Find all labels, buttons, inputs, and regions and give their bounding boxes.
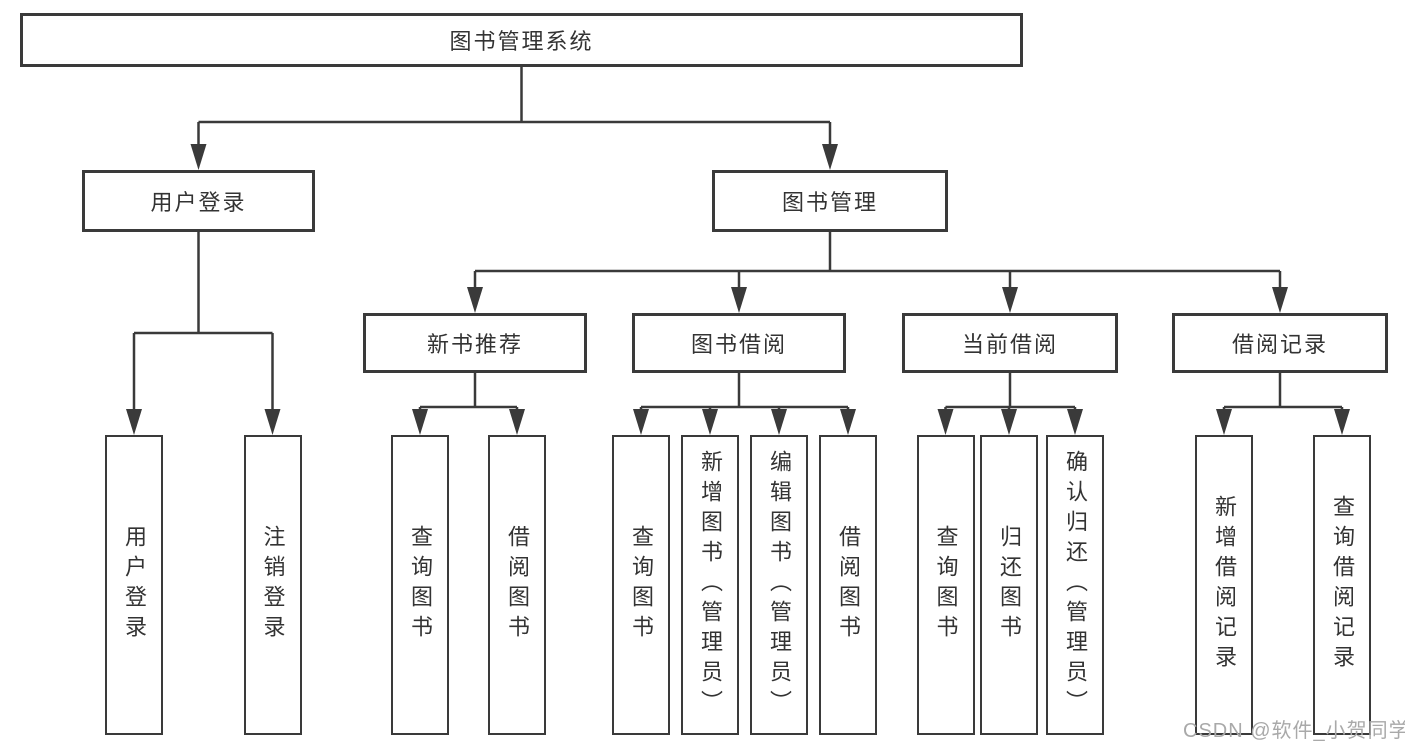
- node-leaf-borrow-books-2: 借阅图书: [819, 435, 877, 735]
- node-leaf-logout: 注销登录: [243, 435, 302, 735]
- arrowhead-add-record: [1216, 409, 1232, 435]
- leaf-label: 确认归还（管理员）: [1063, 450, 1088, 720]
- leaf-label: 查询图书: [629, 525, 654, 645]
- node-user-login: 用户登录: [82, 170, 315, 232]
- leaf-label: 借阅图书: [505, 525, 530, 645]
- arrowhead-borrow-book-1: [509, 409, 525, 435]
- arrowhead-add-book: [702, 409, 718, 435]
- node-book-borrowing: 图书借阅: [632, 313, 846, 373]
- arrowhead-return-book: [1001, 409, 1017, 435]
- connector-book-management-children: [473, 232, 1282, 299]
- leaf-label: 新增借阅记录: [1212, 495, 1237, 675]
- node-leaf-return-books: 归还图书: [980, 435, 1038, 735]
- node-book-management: 图书管理: [712, 170, 948, 232]
- arrowhead-book-borrowing: [731, 287, 747, 313]
- node-leaf-add-borrow-record: 新增借阅记录: [1195, 435, 1253, 735]
- arrowhead-borrow-book-2: [840, 409, 856, 435]
- leaf-label: 查询图书: [408, 525, 433, 645]
- arrowhead-new-book-rec: [467, 287, 483, 313]
- arrowhead-query-record: [1334, 409, 1350, 435]
- node-leaf-confirm-return-admin: 确认归还（管理员）: [1046, 435, 1104, 735]
- node-leaf-query-books-1: 查询图书: [391, 435, 449, 735]
- node-leaf-user-login: 用户登录: [105, 435, 163, 735]
- node-new-book-recommendation: 新书推荐: [363, 313, 587, 373]
- arrowhead-borrowing-records: [1272, 287, 1288, 313]
- node-leaf-add-books-admin: 新增图书（管理员）: [681, 435, 739, 735]
- node-borrowing-records: 借阅记录: [1172, 313, 1388, 373]
- connector-book-borrowing-children: [639, 373, 850, 421]
- connector-user-login-children: [132, 232, 274, 421]
- arrowhead-edit-book: [771, 409, 787, 435]
- leaf-label: 新增图书（管理员）: [698, 450, 723, 720]
- arrowhead-query-book-3: [937, 409, 954, 435]
- connector-borrowing-records-children: [1222, 373, 1344, 421]
- leaf-label: 查询借阅记录: [1330, 495, 1355, 675]
- arrowhead-leaf-logout: [264, 409, 281, 435]
- leaf-label: 借阅图书: [836, 525, 861, 645]
- node-leaf-borrow-books-1: 借阅图书: [488, 435, 546, 735]
- csdn-watermark: CSDN @软件_小贺同学: [1183, 720, 1405, 742]
- leaf-label: 归还图书: [997, 525, 1022, 645]
- leaf-label: 查询图书: [933, 525, 959, 645]
- arrowhead-user-login: [190, 144, 207, 170]
- arrowhead-book-management: [822, 144, 838, 170]
- node-current-borrowing: 当前借阅: [902, 313, 1118, 373]
- leaf-label: 注销登录: [260, 525, 286, 645]
- arrowhead-query-book-2: [633, 409, 649, 435]
- node-leaf-query-books-2: 查询图书: [612, 435, 670, 735]
- connector-root-to-level2: [197, 67, 832, 156]
- connector-new-book-rec-children: [418, 373, 519, 421]
- arrowhead-confirm-return: [1067, 409, 1083, 435]
- node-library-management-system: 图书管理系统: [20, 13, 1023, 67]
- node-leaf-query-borrow-record: 查询借阅记录: [1313, 435, 1371, 735]
- arrowhead-leaf-user-login: [126, 409, 142, 435]
- node-leaf-edit-books-admin: 编辑图书（管理员）: [750, 435, 808, 735]
- leaf-label: 用户登录: [122, 525, 147, 645]
- arrowhead-query-book-1: [412, 409, 428, 435]
- node-leaf-query-books-3: 查询图书: [916, 435, 975, 735]
- leaf-label: 编辑图书（管理员）: [767, 450, 792, 720]
- arrowhead-current-borrowing: [1002, 287, 1018, 313]
